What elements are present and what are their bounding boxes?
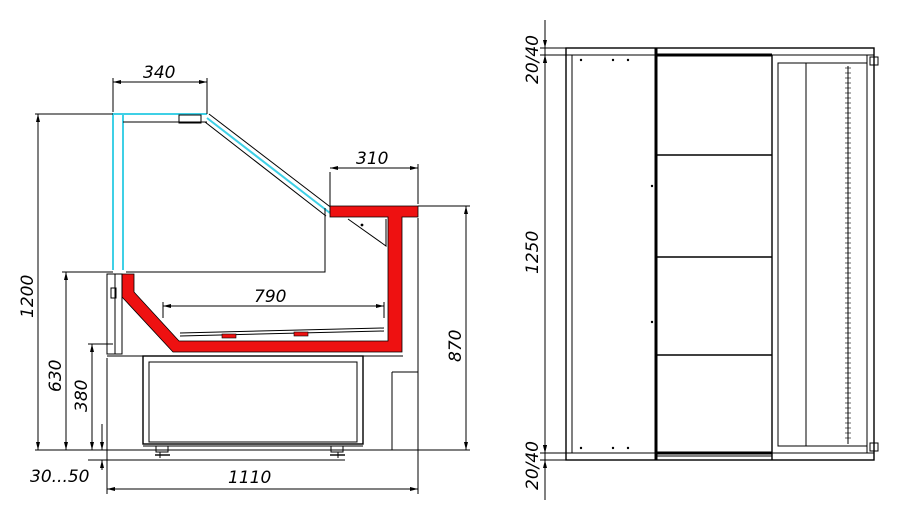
glass-bracket <box>178 114 202 124</box>
front-panel <box>106 273 123 355</box>
dim-310: 310 <box>330 149 419 204</box>
rear-partition <box>126 208 326 273</box>
bracket-bolt <box>360 223 364 227</box>
dim-top-gap-label: 20/40 <box>523 35 543 84</box>
right-section <box>777 55 879 453</box>
front-view: 20/40 1250 20/40 <box>523 20 879 500</box>
base-cabinet <box>107 355 418 458</box>
sloped-glass-outline-2 <box>208 113 334 210</box>
sloped-glass <box>206 117 331 214</box>
dim-870: 870 <box>418 205 470 450</box>
dim-1110: 1110 <box>106 218 419 494</box>
dim-790-label: 790 <box>254 287 286 307</box>
dim-380: 380 <box>72 343 113 450</box>
dim-340: 340 <box>112 63 208 114</box>
fixing-points <box>579 58 654 450</box>
glass-panels <box>112 113 334 270</box>
dim-1250-label: 1250 <box>523 231 543 274</box>
side-view: 340 310 790 1200 <box>18 63 470 494</box>
dim-bottom-gap: 20/40 <box>523 430 566 500</box>
dim-340-label: 340 <box>143 63 175 83</box>
dim-790: 790 <box>162 287 385 318</box>
dim-310-label: 310 <box>356 149 388 169</box>
insulation-body <box>121 205 419 353</box>
dim-1200: 1200 <box>18 113 113 450</box>
dim-870-label: 870 <box>446 330 466 362</box>
front-frame <box>565 47 875 461</box>
dim-380-label: 380 <box>72 380 92 412</box>
dim-1110-label: 1110 <box>228 468 271 488</box>
shelf-section <box>654 48 773 460</box>
dim-630: 630 <box>46 271 113 450</box>
dim-630-label: 630 <box>46 360 66 392</box>
dim-legs: 30...50 <box>30 424 470 487</box>
dim-legs-label: 30...50 <box>30 467 89 487</box>
front-glass <box>112 113 124 270</box>
dim-bottom-gap-label: 20/40 <box>523 441 543 490</box>
sloped-glass-outline <box>204 121 327 217</box>
inner-tray <box>179 327 385 339</box>
dim-1200-label: 1200 <box>18 275 38 318</box>
worktop-bracket <box>347 218 387 247</box>
scale-ticks <box>845 66 851 444</box>
dim-1250: 1250 <box>523 55 547 453</box>
